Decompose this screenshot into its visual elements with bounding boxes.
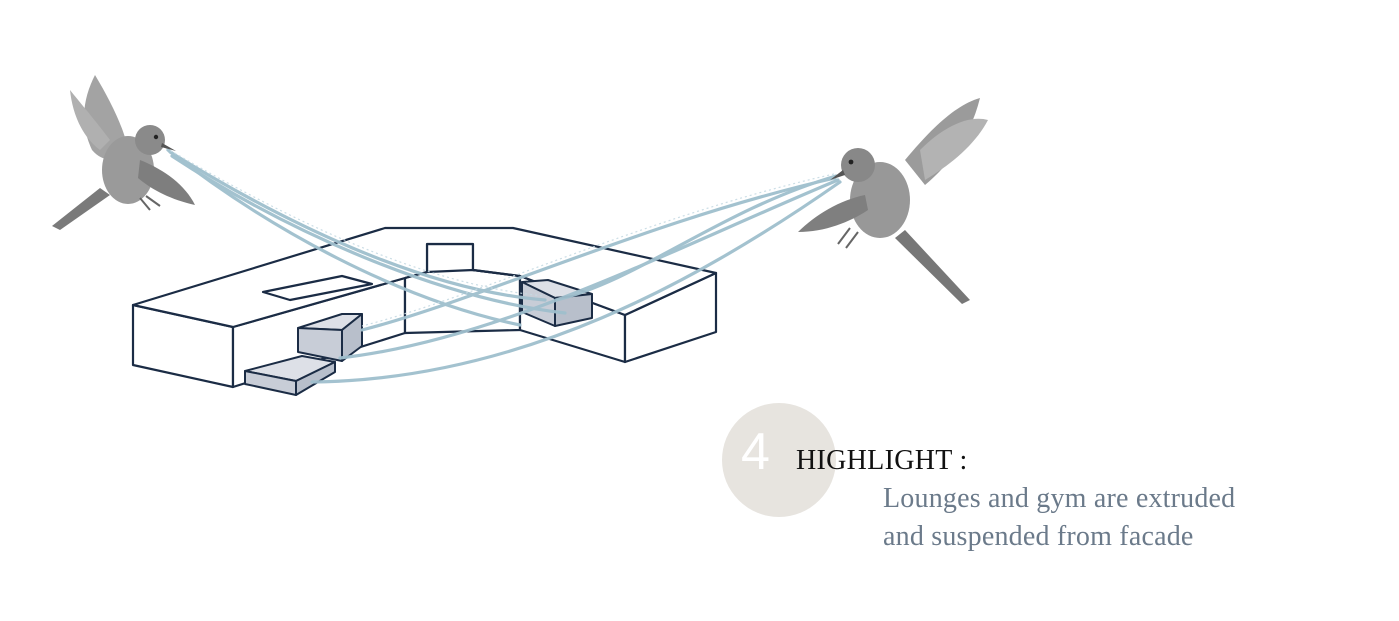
ribbon-left-2 xyxy=(170,154,567,315)
step-number-circle xyxy=(722,403,836,517)
step-number: 4 xyxy=(741,423,770,481)
roof-skylight xyxy=(261,274,374,302)
connection-ribbons xyxy=(166,148,842,384)
highlight-title: HIGHLIGHT : xyxy=(796,445,968,476)
highlight-description-line-1: Lounges and gym are extruded xyxy=(883,483,1236,514)
ribbon-left-3 xyxy=(166,148,522,327)
hummingbird-right-icon xyxy=(798,98,988,304)
ribbon-right-1 xyxy=(360,176,837,332)
ribbon-right-2 xyxy=(338,178,840,360)
lounge-right-side xyxy=(554,293,593,327)
building-massing xyxy=(131,226,718,389)
ribbon-right-3 xyxy=(310,180,842,384)
courtyard-ridge xyxy=(404,268,521,280)
hummingbird-left-icon xyxy=(52,75,195,230)
highlight-description-line-2: and suspended from facade xyxy=(883,521,1194,552)
ribbon-right-4 xyxy=(554,174,838,302)
extruded-volumes xyxy=(244,279,593,396)
lounge-left-side xyxy=(341,313,363,362)
gym-volume-side xyxy=(295,361,336,396)
ribbon-left-1 xyxy=(168,150,547,302)
